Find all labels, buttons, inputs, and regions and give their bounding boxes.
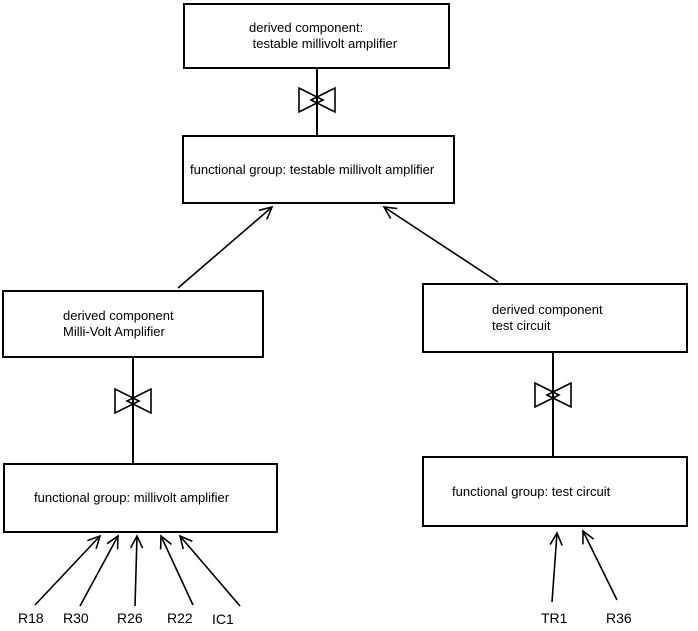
arrow-left-derived-to-functional [177,205,274,289]
arrow-r36 [582,529,618,601]
arrow-ic1 [178,534,241,607]
arrow-r22 [159,534,194,606]
bowtie-right-triangle-icon [309,86,336,114]
arrow-right-derived-to-functional [382,206,499,283]
connector-right-bowtie [534,353,572,456]
node-label: functional group: test circuit [452,483,611,499]
arrow-r26 [129,534,144,607]
connector-left-bowtie [114,358,152,463]
leaf-label-r22: R22 [167,610,193,626]
node-label: testable millivolt amplifier [249,36,398,51]
node-functional-group-test-circuit: functional group: test circuit [422,456,688,527]
node-derived-milli-volt-amplifier: derived component Milli-Volt Amplifier [2,290,264,358]
bowtie-left-triangle-icon [298,86,325,114]
node-derived-test-circuit: derived component test circuit [422,283,688,353]
bowtie-right-triangle-icon [125,387,152,415]
leaf-label-r30: R30 [63,610,89,626]
node-label: derived component [63,308,174,323]
connector-top-bowtie [298,69,336,135]
node-functional-group-testable-millivolt-amplifier: functional group: testable millivolt amp… [182,135,455,204]
arrow-tr1 [549,531,563,603]
node-label: functional group: testable millivolt amp… [190,161,435,177]
arrow-r30 [79,534,119,607]
arrow-r18 [34,534,102,606]
node-label: derived component: [249,20,364,35]
node-label: test circuit [492,318,551,333]
leaf-label-r26: R26 [117,610,143,626]
bowtie-left-triangle-icon [534,381,561,409]
bowtie-left-triangle-icon [114,387,141,415]
node-derived-testable-millivolt-amplifier: derived component: testable millivolt am… [183,3,450,69]
bowtie-right-triangle-icon [545,381,572,409]
leaf-label-ic1: IC1 [212,611,234,627]
node-label: functional group: millivolt amplifier [34,490,230,505]
leaf-label-r36: R36 [606,610,632,626]
leaf-label-r18: R18 [18,610,44,626]
leaf-label-tr1: TR1 [541,610,568,626]
node-functional-group-millivolt-amplifier: functional group: millivolt amplifier [3,463,278,533]
node-label: Milli-Volt Amplifier [63,324,165,339]
node-label: derived component [492,302,603,317]
